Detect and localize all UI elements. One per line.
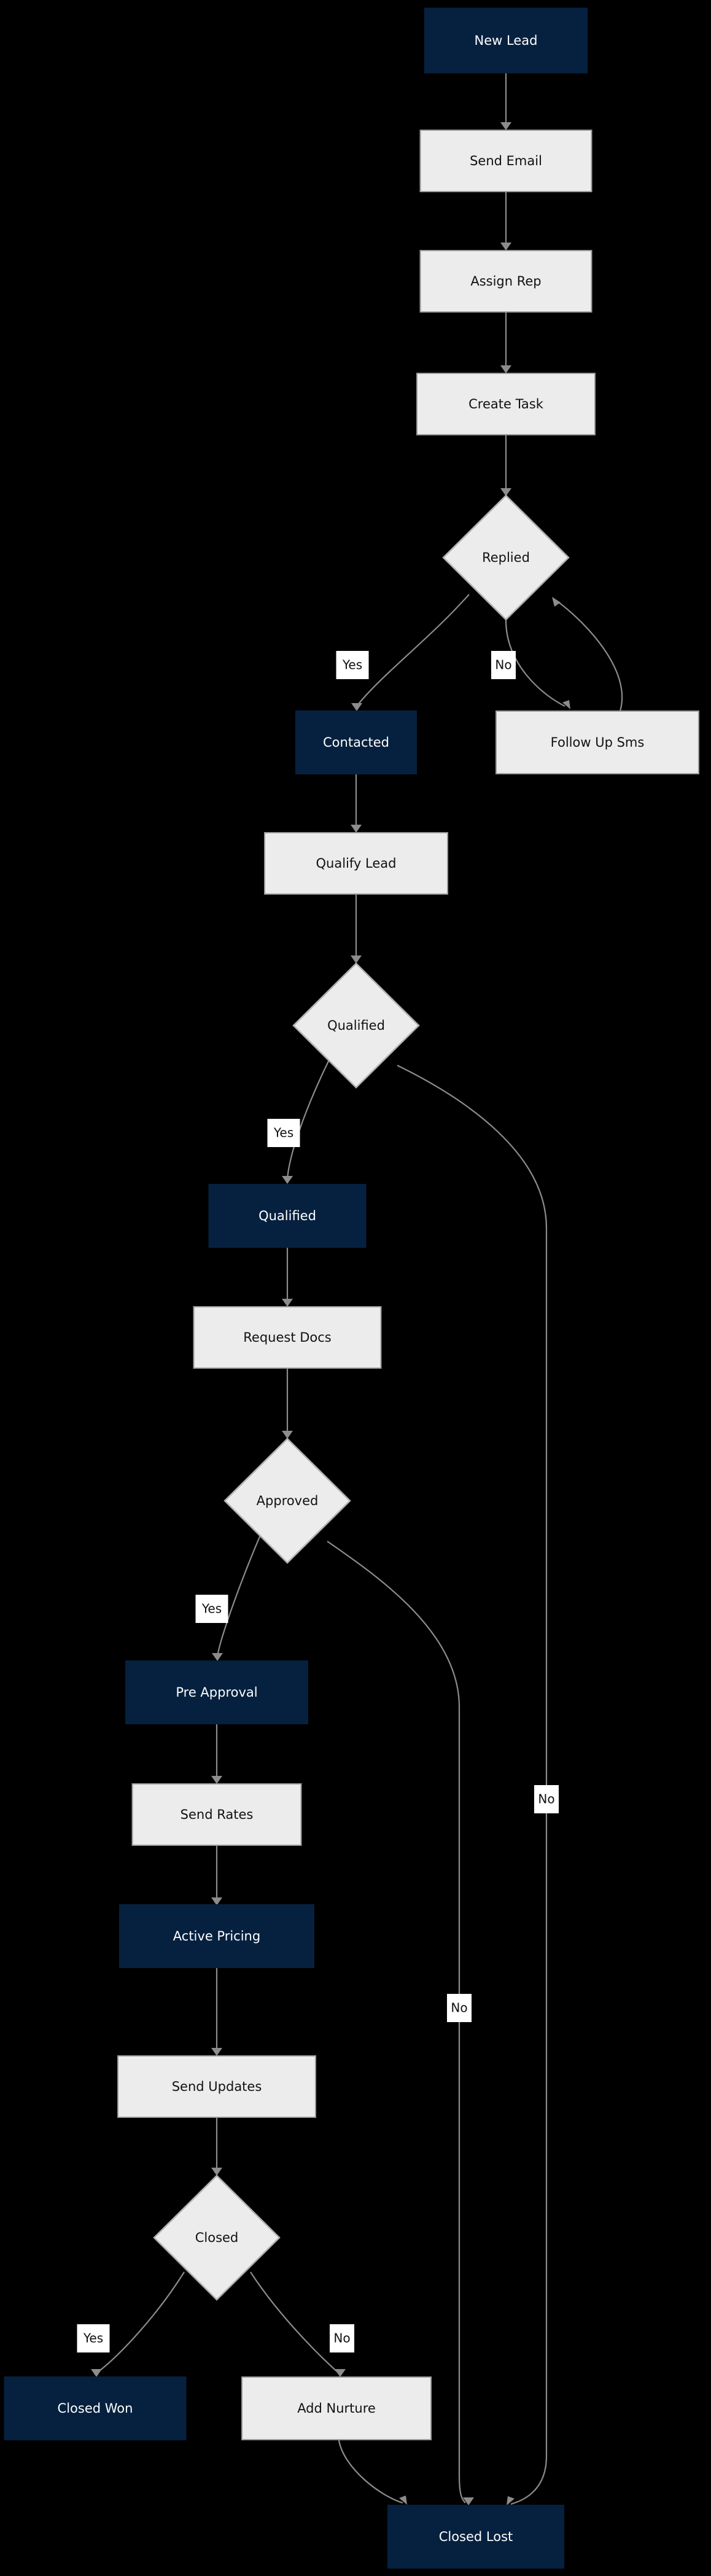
node-closed-won[interactable]: Closed Won	[4, 2376, 187, 2440]
edge-label-no-14: No	[447, 1994, 472, 2022]
node-label-create-task: Create Task	[468, 397, 544, 411]
edge-replied-to-follow-up-sms	[505, 620, 570, 709]
svg-text:No: No	[333, 2331, 350, 2346]
edge-create-task-to-replied	[500, 435, 511, 496]
node-assign-rep[interactable]: Assign Rep	[419, 250, 592, 313]
node-label-assign-rep: Assign Rep	[470, 274, 541, 289]
node-send-email[interactable]: Send Email	[419, 130, 592, 192]
node-label-approved: Approved	[257, 1493, 319, 1508]
edge-closed-to-add-nurture	[250, 2271, 346, 2377]
edge-qualified-to-request-docs	[282, 1247, 293, 1307]
node-label-active-pricing: Active Pricing	[173, 1929, 260, 1944]
node-send-updates[interactable]: Send Updates	[117, 2055, 316, 2118]
edge-approved-to-pre-approval	[212, 1535, 262, 1661]
svg-text:Yes: Yes	[273, 1126, 293, 1140]
edge-new-lead-to-send-email	[500, 72, 511, 130]
node-label-contacted: Contacted	[323, 735, 389, 750]
node-label-replied: Replied	[482, 550, 530, 565]
node-pre-approval[interactable]: Pre Approval	[125, 1660, 308, 1724]
node-replied[interactable]: Replied	[442, 494, 570, 621]
edge-add-nurture-to-closed-lost	[338, 2440, 407, 2505]
edge-qualified-dec-to-closed-lost	[397, 1065, 548, 2505]
edge-label-no-10: No	[534, 1785, 559, 1813]
svg-text:No: No	[451, 2001, 467, 2015]
node-label-qualified-dec: Qualified	[327, 1018, 385, 1033]
node-label-follow-up-sms: Follow Up Sms	[551, 735, 645, 750]
edge-request-docs-to-approved	[282, 1368, 293, 1439]
node-label-closed-lost: Closed Lost	[439, 2529, 513, 2544]
edge-qualify-lead-to-qualified-dec	[351, 894, 362, 963]
edge-closed-to-closed-won	[91, 2271, 185, 2377]
svg-text:Yes: Yes	[201, 1601, 222, 1616]
edge-label-yes-19: Yes	[77, 2324, 110, 2352]
node-contacted[interactable]: Contacted	[295, 710, 417, 774]
edges-layer	[91, 72, 623, 2505]
edge-active-pricing-to-send-updates	[211, 1967, 222, 2056]
svg-text:No: No	[538, 1792, 554, 1807]
node-qualify-lead[interactable]: Qualify Lead	[264, 832, 448, 895]
node-approved[interactable]: Approved	[223, 1438, 351, 1564]
node-label-new-lead: New Lead	[475, 33, 538, 48]
edge-replied-to-contacted	[351, 594, 470, 711]
edge-send-rates-to-active-pricing	[211, 1845, 222, 1905]
node-label-pre-approval: Pre Approval	[176, 1685, 257, 1700]
edge-label-yes-9: Yes	[267, 1119, 300, 1147]
edge-pre-approval-to-send-rates	[211, 1724, 222, 1784]
edge-qualified-dec-to-qualified	[282, 1059, 330, 1184]
svg-text:Yes: Yes	[83, 2331, 103, 2346]
node-closed-lost[interactable]: Closed Lost	[387, 2505, 564, 2569]
node-new-lead[interactable]: New Lead	[424, 7, 588, 74]
node-label-add-nurture: Add Nurture	[297, 2401, 376, 2416]
edge-assign-rep-to-create-task	[500, 312, 511, 373]
node-follow-up-sms[interactable]: Follow Up Sms	[495, 710, 699, 774]
edge-label-yes-13: Yes	[195, 1595, 228, 1623]
node-label-send-updates: Send Updates	[172, 2079, 262, 2094]
node-request-docs[interactable]: Request Docs	[193, 1306, 382, 1369]
node-add-nurture[interactable]: Add Nurture	[241, 2376, 432, 2440]
edge-send-updates-to-closed	[211, 2117, 222, 2176]
node-label-send-email: Send Email	[470, 154, 542, 168]
node-closed[interactable]: Closed	[153, 2174, 281, 2301]
node-label-closed: Closed	[195, 2230, 239, 2245]
svg-text:Yes: Yes	[342, 658, 362, 672]
node-create-task[interactable]: Create Task	[416, 373, 596, 435]
edge-send-email-to-assign-rep	[500, 192, 511, 251]
edge-label-no-20: No	[330, 2324, 354, 2352]
edge-label-yes-4: Yes	[336, 651, 369, 679]
node-label-send-rates: Send Rates	[181, 1807, 254, 1822]
edge-follow-up-sms-to-replied	[552, 597, 623, 712]
node-active-pricing[interactable]: Active Pricing	[119, 1904, 314, 1968]
edge-approved-to-closed-lost	[327, 1541, 474, 2505]
node-send-rates[interactable]: Send Rates	[131, 1783, 302, 1846]
node-label-request-docs: Request Docs	[243, 1330, 331, 1345]
node-qualified-dec[interactable]: Qualified	[292, 962, 420, 1089]
node-label-qualified: Qualified	[258, 1208, 316, 1223]
edge-contacted-to-qualify-lead	[351, 774, 362, 833]
node-qualified[interactable]: Qualified	[208, 1184, 367, 1248]
edge-label-no-5: No	[491, 651, 516, 679]
node-label-qualify-lead: Qualify Lead	[316, 856, 397, 871]
node-label-closed-won: Closed Won	[58, 2401, 133, 2416]
svg-text:No: No	[495, 658, 511, 672]
